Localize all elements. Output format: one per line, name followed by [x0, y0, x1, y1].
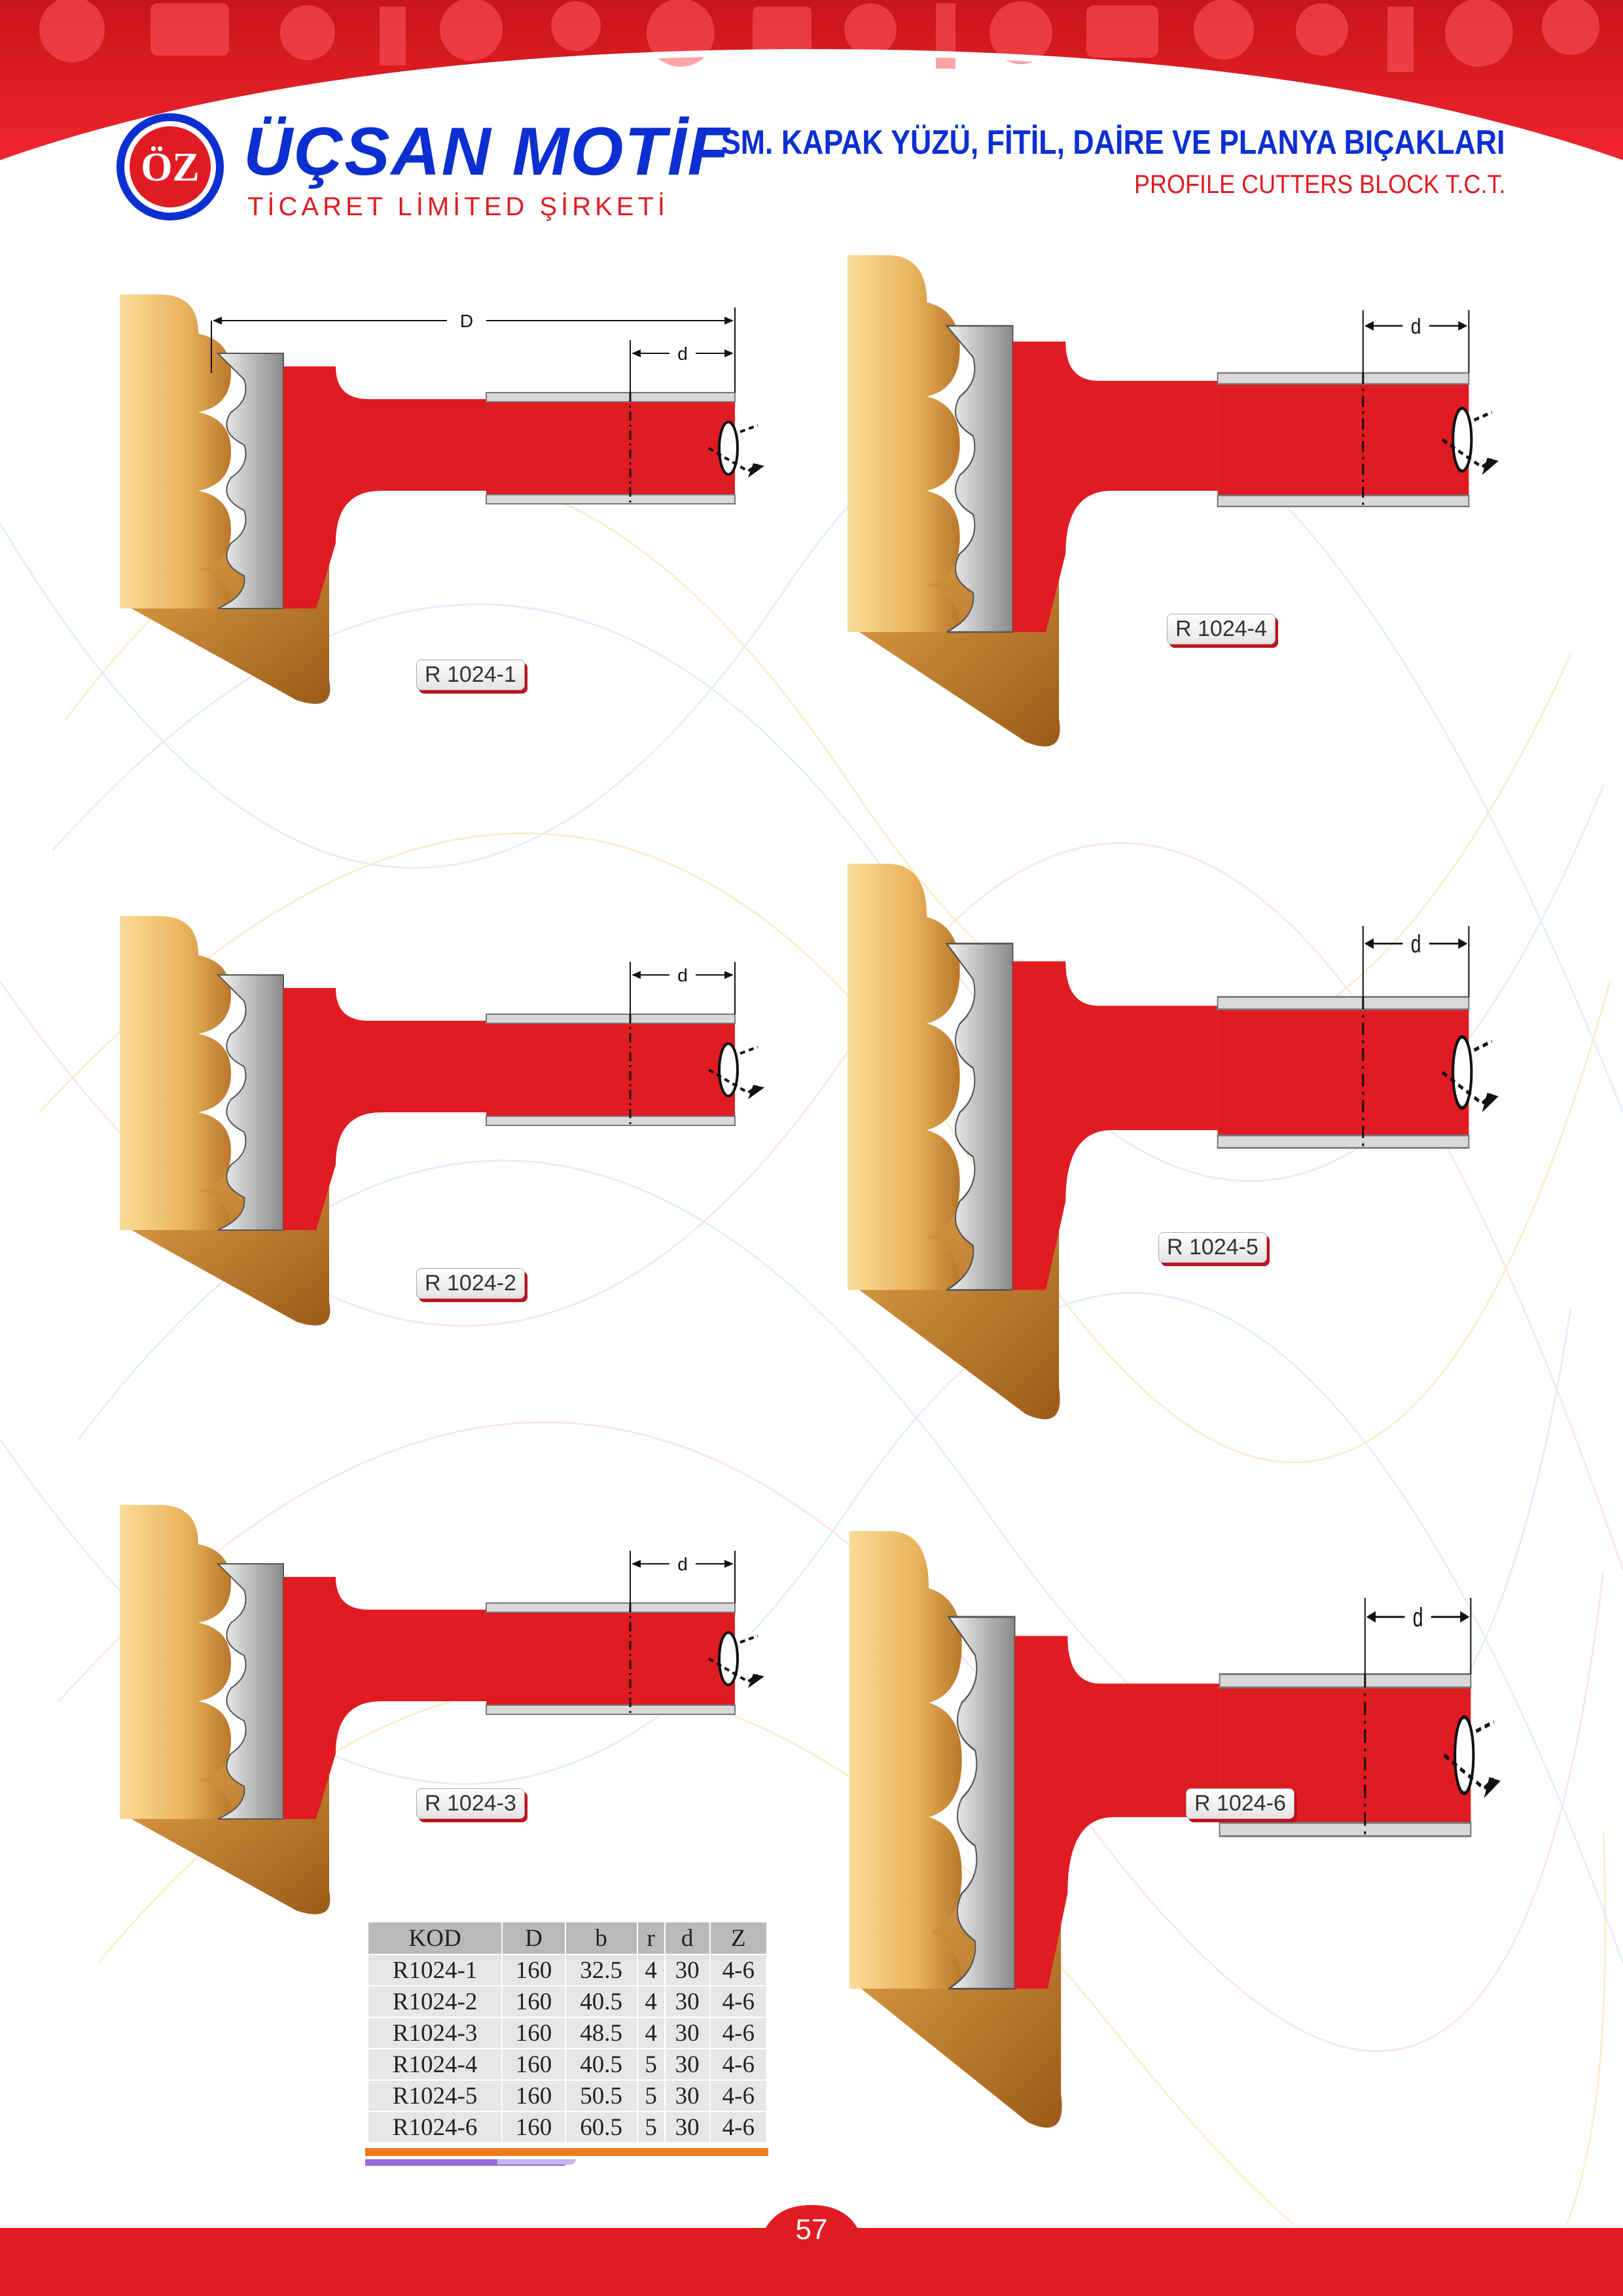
- product-code-label: R 1024-5: [1158, 1232, 1267, 1263]
- table-cell: 30: [664, 1954, 711, 1987]
- table-cell: 4: [636, 1985, 666, 2018]
- dimension-small-d: d: [1411, 314, 1421, 339]
- table-cell: 160: [501, 1985, 566, 2018]
- table-cell: 48.5: [564, 2017, 638, 2049]
- cutter-drawing: d: [116, 1505, 777, 1963]
- company-logo: ÖZ: [116, 113, 224, 221]
- catalog-title-turkish: SM. KAPAK YÜZÜ, FİTİL, DAİRE VE PLANYA B…: [721, 124, 1505, 162]
- table-cell: 30: [664, 1985, 711, 2018]
- table-cell: 60.5: [564, 2111, 638, 2144]
- cutter-drawing: d: [847, 255, 1508, 805]
- product-code-label: R 1024-3: [416, 1788, 525, 1820]
- spec-table: KOD D b r d Z R1024-1 160 32.5 4 30 4-6 …: [366, 1921, 768, 2144]
- product-code-label: R 1024-2: [416, 1268, 525, 1299]
- table-cell: R1024-5: [366, 2079, 503, 2112]
- page-number: 57: [795, 2214, 828, 2246]
- table-cell: 5: [636, 2079, 666, 2112]
- table-cell: 40.5: [564, 2048, 638, 2081]
- dimension-small-d: d: [677, 1554, 688, 1574]
- table-underline-lavender: [497, 2159, 576, 2164]
- table-underline-purple: [365, 2159, 568, 2166]
- table-row: R1024-5 160 50.5 5 30 4-6: [366, 2079, 768, 2112]
- table-row: R1024-1 160 32.5 4 30 4-6: [366, 1954, 768, 1987]
- cutter-drawing: D d: [116, 294, 777, 752]
- table-cell: 160: [501, 2111, 566, 2144]
- cutter-r1024-6: d: [849, 1531, 1569, 2120]
- brand-subtitle: TİCARET LİMİTED ŞİRKETİ: [247, 192, 669, 221]
- table-cell: 160: [501, 2017, 566, 2049]
- header-banner: [0, 0, 1623, 167]
- table-row: R1024-3 160 48.5 4 30 4-6: [366, 2017, 768, 2049]
- table-row: R1024-6 160 60.5 5 30 4-6: [366, 2111, 768, 2144]
- catalog-title-english: PROFILE CUTTERS BLOCK T.C.T.: [1133, 170, 1505, 199]
- dimension-big-d: D: [460, 311, 473, 331]
- product-code-label: R 1024-1: [416, 660, 525, 691]
- table-cell: R1024-6: [366, 2111, 503, 2144]
- cutter-drawing: d: [847, 864, 1508, 1485]
- column-header: b: [564, 1921, 638, 1955]
- cutter-r1024-4: d: [847, 255, 1567, 844]
- table-cell: 160: [501, 2048, 566, 2081]
- table-cell: 30: [664, 2111, 711, 2144]
- table-cell: 5: [636, 2111, 666, 2144]
- cutter-drawing: d: [849, 1531, 1510, 2199]
- table-cell: 4-6: [709, 1985, 768, 2018]
- product-code-label: R 1024-6: [1186, 1788, 1294, 1820]
- column-header: KOD: [366, 1921, 503, 1955]
- table-cell: 40.5: [564, 1985, 638, 2018]
- product-code-label: R 1024-4: [1167, 614, 1275, 645]
- table-cell: 32.5: [564, 1954, 638, 1987]
- table-header-row: KOD D b r d Z: [366, 1921, 768, 1955]
- table-row: R1024-4 160 40.5 5 30 4-6: [366, 2048, 768, 2081]
- column-header: r: [636, 1921, 666, 1955]
- brand-name: ÜÇSAN MOTİF: [243, 114, 731, 190]
- table-cell: R1024-2: [366, 1985, 503, 2018]
- table-cell: 160: [501, 2079, 566, 2112]
- table-cell: 4-6: [709, 2048, 768, 2081]
- dimension-small-d: d: [1411, 931, 1421, 959]
- table-cell: 30: [664, 2079, 711, 2112]
- page-number-tab: [766, 2205, 857, 2264]
- table-cell: R1024-4: [366, 2048, 503, 2081]
- cutter-r1024-3: d: [116, 1505, 836, 2094]
- cutter-r1024-1: D d: [116, 294, 836, 883]
- table-cell: 4-6: [709, 2111, 768, 2144]
- table-cell: 30: [664, 2048, 711, 2081]
- table-cell: 4: [636, 2017, 666, 2049]
- cutter-r1024-5: d: [847, 864, 1567, 1453]
- table-underline-orange: [365, 2148, 768, 2156]
- column-header: Z: [709, 1921, 768, 1955]
- table-cell: 4-6: [709, 2017, 768, 2049]
- table-cell: 160: [501, 1954, 566, 1987]
- dimension-small-d: d: [677, 344, 688, 364]
- cutter-r1024-2: d: [116, 916, 836, 1505]
- table-cell: R1024-3: [366, 2017, 503, 2049]
- table-cell: 4: [636, 1954, 666, 1987]
- table-cell: 4-6: [709, 1954, 768, 1987]
- logo-text: ÖZ: [141, 145, 200, 190]
- table-cell: 30: [664, 2017, 711, 2049]
- dimension-small-d: d: [677, 965, 688, 985]
- column-header: d: [664, 1921, 711, 1955]
- table-cell: 50.5: [564, 2079, 638, 2112]
- table-cell: 4-6: [709, 2079, 768, 2112]
- table-cell: R1024-1: [366, 1954, 503, 1987]
- dimension-small-d: d: [1413, 1603, 1423, 1633]
- cutter-drawing: d: [116, 916, 777, 1374]
- table-row: R1024-2 160 40.5 4 30 4-6: [366, 1985, 768, 2018]
- table-cell: 5: [636, 2048, 666, 2081]
- column-header: D: [501, 1921, 566, 1955]
